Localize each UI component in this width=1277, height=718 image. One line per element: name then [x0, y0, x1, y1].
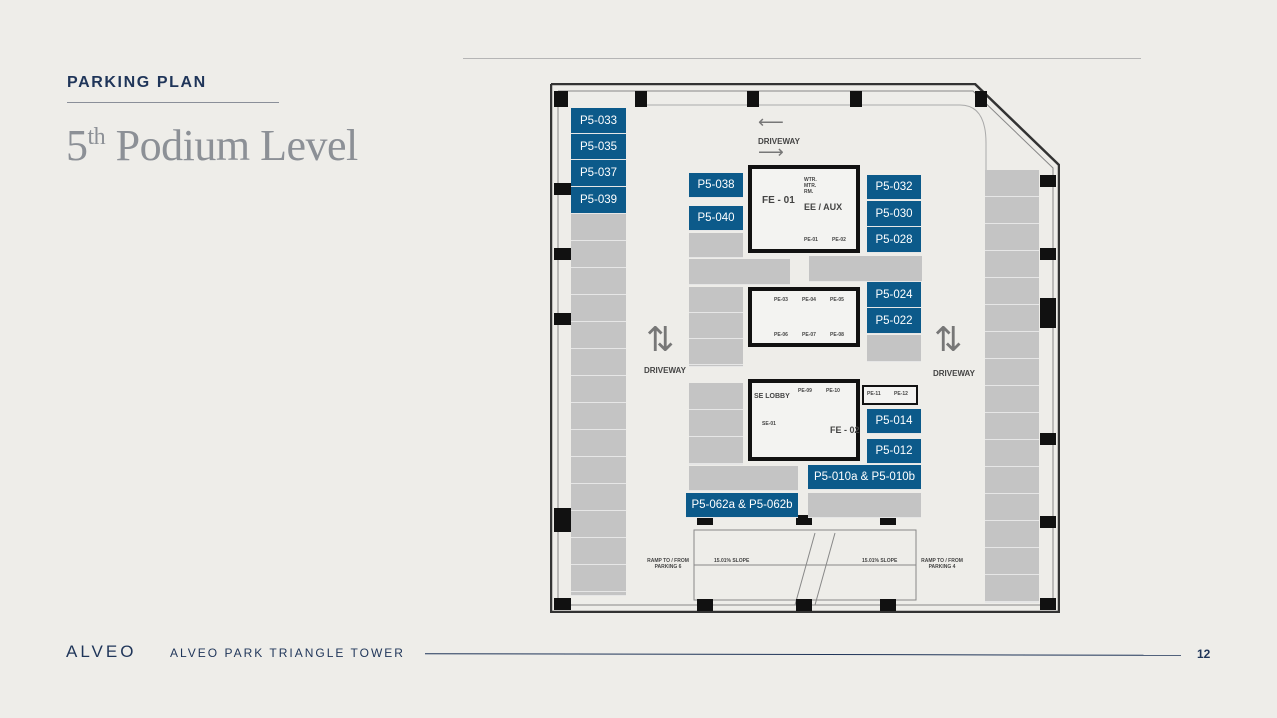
core-north: FE - 01 EE / AUX WTR. MTR. RM. PE-01 PE-… [748, 165, 860, 253]
column [1040, 248, 1056, 260]
driveway-label: DRIVEWAY [758, 137, 800, 146]
parking-slot-highlighted[interactable]: P5-037 [571, 160, 626, 187]
room-label: PE-09 [798, 388, 812, 394]
parking-slot-highlighted[interactable]: P5-014 [867, 409, 921, 434]
parking-slot [689, 233, 743, 258]
parking-slot-highlighted[interactable]: P5-032 [867, 175, 921, 200]
parking-slot [867, 335, 921, 362]
floor-plan: P5-033 P5-035 P5-037 P5-039 P5-038 P5-04… [550, 83, 1060, 613]
column [796, 599, 812, 611]
room-label: FE - 01 [762, 195, 795, 206]
parking-slot-highlighted[interactable]: P5-030 [867, 201, 921, 227]
parking-slot-highlighted[interactable]: P5-062a & P5-062b [686, 493, 798, 518]
parking-slot [808, 493, 921, 518]
core-elevators: PE-03 PE-04 PE-05 PE-06 PE-07 PE-08 [748, 287, 860, 347]
room-label: PE-10 [826, 388, 840, 394]
room-label: PE-03 [774, 297, 788, 303]
column [697, 515, 713, 525]
column [554, 508, 571, 532]
driveway-label: DRIVEWAY [644, 366, 686, 375]
driveway-label: DRIVEWAY [933, 369, 975, 378]
footer-divider [424, 653, 1182, 656]
column [554, 91, 568, 107]
parking-slot-highlighted[interactable]: P5-033 [571, 108, 626, 134]
arrow-up-down-icon: ⇅ [646, 321, 675, 359]
parking-slot [689, 466, 798, 491]
page-title: 5th Podium Level [66, 121, 358, 170]
column [880, 599, 896, 611]
parking-slots-gray [985, 170, 1039, 603]
parking-slot-highlighted[interactable]: P5-038 [689, 173, 743, 198]
room-label: PE-05 [830, 297, 844, 303]
room-label: PE-02 [832, 237, 846, 243]
parking-slots-gray [689, 287, 743, 367]
slope-label: 15.01% SLOPE [714, 558, 750, 564]
parking-slot-highlighted[interactable]: P5-035 [571, 134, 626, 160]
page-number: 12 [1197, 647, 1211, 661]
column [1040, 298, 1056, 328]
room-label: WTR. MTR. RM. [804, 177, 817, 195]
room-label: FE - 02 [830, 425, 860, 435]
column [635, 91, 647, 107]
room-label: PE-12 [894, 391, 908, 397]
column [975, 91, 987, 107]
parking-slot-highlighted[interactable]: P5-039 [571, 187, 626, 214]
parking-slots-gray [571, 214, 626, 596]
slope-label: 15.01% SLOPE [862, 558, 898, 564]
room-label: EE / AUX [804, 202, 843, 212]
room-label: PE-04 [802, 297, 816, 303]
parking-slot [689, 259, 790, 285]
column [850, 91, 862, 107]
parking-slot-highlighted[interactable]: P5-010a & P5-010b [808, 465, 921, 490]
section-kicker: PARKING PLAN [67, 74, 207, 91]
room-label: PE-06 [774, 332, 788, 338]
column [554, 248, 571, 260]
column [554, 598, 571, 610]
core-south: SE LOBBY SE-01 PE-09 PE-10 FE - 02 [748, 379, 860, 461]
column [796, 515, 812, 525]
column [1040, 516, 1056, 528]
arrow-up-down-icon: ⇅ [934, 321, 963, 359]
column [554, 183, 571, 195]
column [1040, 433, 1056, 445]
alveo-logo: ALVEO [66, 642, 137, 661]
room-label: PE-08 [830, 332, 844, 338]
column [1040, 175, 1056, 187]
parking-slot-highlighted[interactable]: P5-040 [689, 206, 743, 231]
room-label: SE-01 [762, 421, 776, 427]
plan-outline [550, 83, 1060, 613]
column [1040, 598, 1056, 610]
parking-slot-highlighted[interactable]: P5-024 [867, 282, 921, 308]
divider [463, 58, 1141, 59]
arrow-right-icon: ⟶ [758, 142, 784, 162]
parking-slot-highlighted[interactable]: P5-022 [867, 308, 921, 334]
room-label: PE-07 [802, 332, 816, 338]
ramp-label: RAMP TO / FROM PARKING 6 [647, 558, 689, 570]
arrow-left-icon: ⟵ [758, 112, 784, 132]
column [880, 515, 896, 525]
room-label: PE-01 [804, 237, 818, 243]
parking-slot [809, 256, 922, 282]
column [554, 313, 571, 325]
project-name: ALVEO PARK TRIANGLE TOWER [170, 646, 405, 660]
column [747, 91, 759, 107]
room-label: SE LOBBY [754, 393, 790, 400]
parking-slots-gray [689, 383, 743, 465]
divider [67, 102, 279, 103]
parking-slot-highlighted[interactable]: P5-028 [867, 227, 921, 253]
core-pe-11-12: PE-11 PE-12 [862, 385, 918, 405]
column [697, 599, 713, 611]
ramp-label: RAMP TO / FROM PARKING 4 [921, 558, 963, 570]
parking-slot-highlighted[interactable]: P5-012 [867, 439, 921, 464]
room-label: PE-11 [867, 391, 881, 397]
